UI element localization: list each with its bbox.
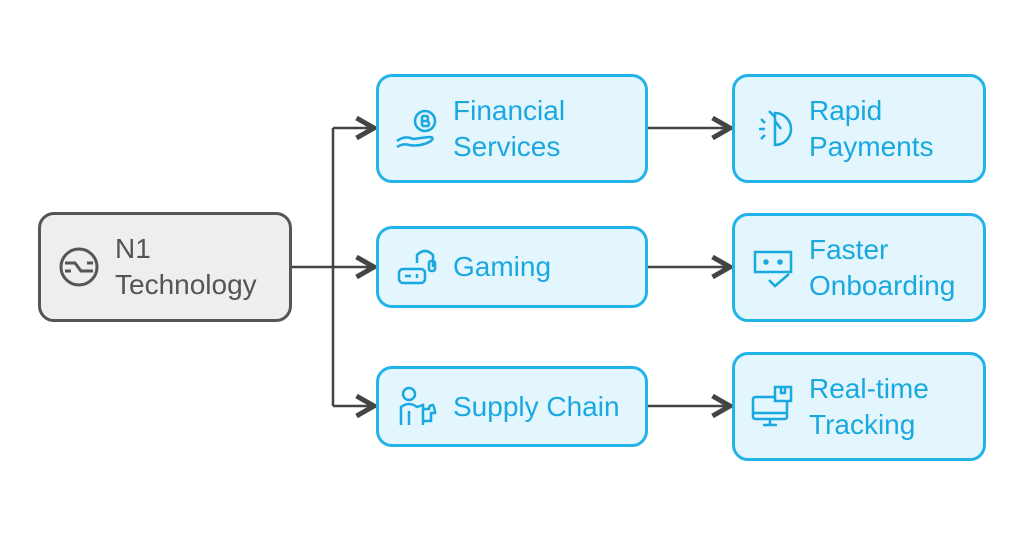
root-label: N1 Technology <box>115 233 257 300</box>
chat-check-icon <box>753 250 793 288</box>
benefit-label: Faster Onboarding <box>809 233 956 301</box>
headset-gamepad-icon <box>397 249 437 285</box>
benefit-rapid-payments: Rapid Payments <box>732 74 986 183</box>
n1-logo-icon <box>59 247 99 287</box>
category-label: Financial Services <box>453 94 566 162</box>
benefit-real-time-tracking: Real-time Tracking <box>732 352 986 461</box>
category-label: Gaming <box>453 251 552 282</box>
category-gaming: Gaming <box>376 226 648 308</box>
benefit-label: Real-time Tracking <box>809 372 929 440</box>
benefit-label: Rapid Payments <box>809 94 934 162</box>
category-financial-services: Financial Services <box>376 74 648 183</box>
speed-clock-icon <box>759 109 793 146</box>
category-label: Supply Chain <box>453 390 620 422</box>
root-connector <box>292 128 335 406</box>
category-supply-chain: Supply Chain <box>376 366 648 447</box>
worker-puzzle-icon <box>399 386 437 425</box>
bitcoin-hand-icon <box>396 109 437 148</box>
root-node: N1 Technology <box>38 212 292 322</box>
monitor-package-icon <box>751 385 793 426</box>
benefit-faster-onboarding: Faster Onboarding <box>732 213 986 322</box>
